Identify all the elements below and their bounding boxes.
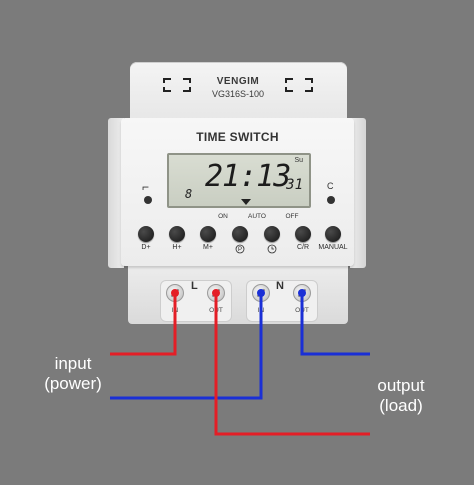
program-p-icon: P — [235, 244, 245, 254]
live-terminal-letter: L — [191, 280, 198, 292]
neutral-in-dot — [257, 289, 265, 297]
output-neutral-wire — [300, 293, 370, 356]
output-live-wire — [214, 293, 370, 436]
hour-plus-label: H+ — [172, 244, 182, 251]
lcd-seconds: 31 — [286, 177, 303, 193]
lcd-program-number: 8 — [185, 187, 193, 201]
hour-plus-button[interactable] — [169, 226, 185, 242]
neutral-out-dot — [298, 289, 306, 297]
mode-label-off: OFF — [285, 213, 299, 220]
right-corner-letter: C — [327, 181, 334, 191]
minute-plus-label: M+ — [203, 244, 213, 251]
relay-symbol-icon: ⌐ — [142, 180, 150, 194]
lcd-time: 21:13 — [205, 159, 291, 194]
output-caption-line2: (load) — [379, 396, 423, 415]
device-right-fin — [350, 118, 366, 268]
lcd-day: Su — [294, 157, 303, 164]
output-caption-line1: output — [377, 376, 425, 395]
live-out-dot — [212, 289, 220, 297]
device-left-fin — [108, 118, 124, 268]
mode-label-auto: AUTO — [248, 213, 266, 220]
input-caption: input (power) — [28, 354, 118, 394]
brand-name: VENGIM — [216, 76, 260, 87]
right-indicator-dot — [327, 196, 335, 204]
input-caption-line2: (power) — [44, 374, 102, 393]
input-live-wire — [110, 293, 177, 356]
day-plus-label: D+ — [141, 244, 151, 251]
clock-button[interactable] — [264, 226, 280, 242]
minute-plus-button[interactable] — [200, 226, 216, 242]
mode-label-on: ON — [218, 213, 228, 220]
lcd-display: Su 8 21:13 31 — [167, 153, 311, 208]
device-title: TIME SWITCH — [196, 130, 279, 144]
clear-recall-label: C/R — [296, 244, 310, 251]
manual-button[interactable] — [325, 226, 341, 242]
input-neutral-wire — [110, 293, 263, 400]
program-button[interactable] — [232, 226, 248, 242]
svg-text:P: P — [238, 247, 242, 253]
neutral-terminal-letter: N — [276, 280, 284, 292]
device-top-cap — [130, 62, 347, 124]
left-indicator-dot — [144, 196, 152, 204]
bracket-mark-left-icon — [163, 78, 191, 92]
output-caption: output (load) — [356, 376, 446, 416]
model-number: VG316S-100 — [211, 89, 265, 99]
clear-recall-button[interactable] — [295, 226, 311, 242]
input-caption-line1: input — [54, 354, 92, 373]
live-in-dot — [171, 289, 179, 297]
day-plus-button[interactable] — [138, 226, 154, 242]
bracket-mark-right-icon — [285, 78, 313, 92]
manual-label: MANUAL — [318, 244, 348, 251]
clock-icon — [267, 244, 277, 254]
lcd-caret-icon — [241, 199, 251, 205]
